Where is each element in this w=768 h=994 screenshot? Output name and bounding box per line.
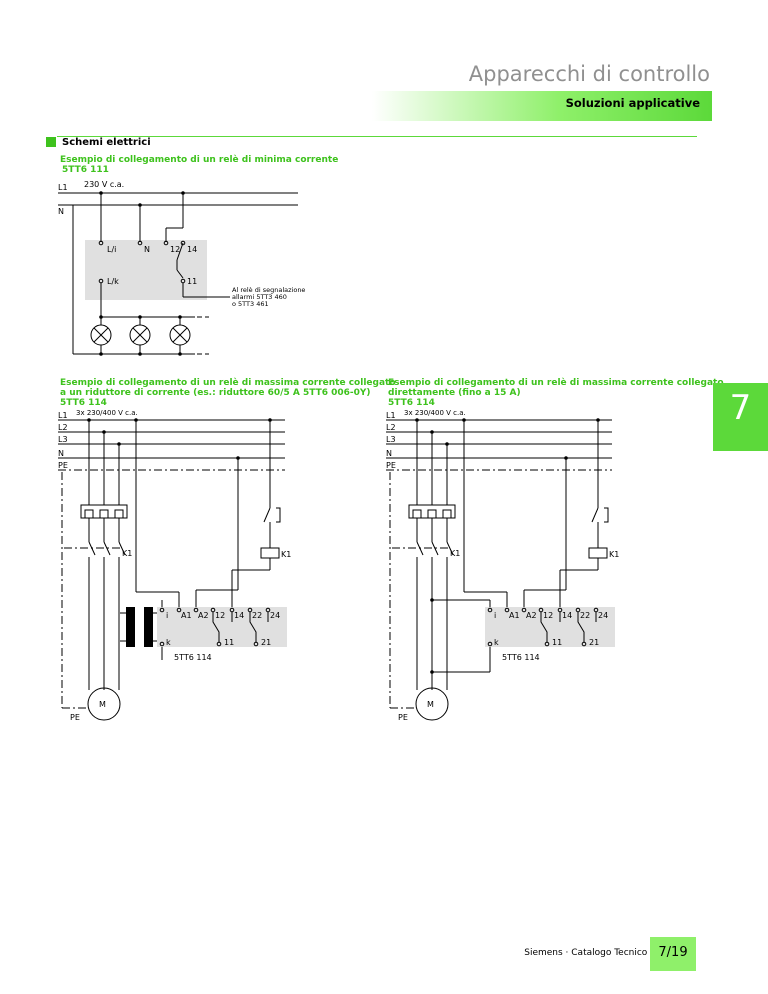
d1-lamp-2 [129,315,151,356]
chapter-tab [713,383,768,451]
d1-note-2: allarmi 5TT3 460 [232,293,287,301]
d3-term-11: 11 [552,638,562,647]
d3-term-i: i [494,611,496,620]
d1-note-3: o 5TT3 461 [232,300,269,308]
d2-motor [87,687,121,721]
d2-term-22: 22 [252,611,262,620]
page-subtitle: Soluzioni applicative [565,96,700,110]
d3-overload-block [408,504,456,519]
d2-k1-coil-label: K1 [281,550,291,559]
d2-term-a1: A1 [181,611,192,620]
d2-ct-core-right [144,607,153,647]
chapter-number: 7 [729,388,752,428]
diagram2: L1 3x 230/400 V c.a. L2 L3 N PE K1 [58,409,291,722]
d3-k1-coil [588,547,608,559]
d2-k1-coil [260,547,280,559]
d2-term-24: 24 [270,611,280,620]
d2-motor-label: M [99,700,106,709]
d1-term-li: L/i [107,245,116,254]
d3-term-21: 21 [589,638,599,647]
section-title: Schemi elettrici [62,137,151,148]
d3-pe-label: PE [386,461,396,470]
section-rule [57,136,697,137]
d2-term-i: i [166,611,168,620]
d1-note-1: Al relè di segnalazione [232,286,305,294]
d2-l1-label: L1 [58,411,68,420]
d3-term-a2: A2 [526,611,537,620]
d1-lamp-1 [90,315,112,356]
d2-overload-block [80,504,128,519]
d3-relay-box [485,607,615,647]
d1-n-label: N [58,207,64,216]
d1-term-11: 11 [187,277,197,286]
d2-k1-contact-label: K1 [122,549,132,558]
page-title: Apparecchi di controllo [468,62,710,86]
diagram3-caption: Esempio di collegamento di un relè di ma… [388,378,724,408]
d2-model-label: 5TT6 114 [174,653,212,662]
page-number: 7/19 [658,945,688,960]
d3-l1-label: L1 [386,411,396,420]
d1-term-lk: L/k [107,277,119,286]
d2-n-label: N [58,449,64,458]
d1-term-n: N [144,245,150,254]
footer-text: Siemens · Catalogo Tecnico BETA [524,948,673,958]
d2-term-21: 21 [261,638,271,647]
diagram1: L1 230 V c.a. N L/i N 12 14 L/k 11 Al re… [58,180,305,356]
d2-pe-label: PE [58,461,68,470]
d3-k1-contact-label: K1 [450,549,460,558]
diagram3: L1 3x 230/400 V c.a. L2 L3 N PE K1 [386,409,619,722]
d2-l2-label: L2 [58,423,68,432]
d3-pe-motor-label: PE [398,713,408,722]
d1-term-12: 12 [170,245,180,254]
d2-term-14: 14 [234,611,244,620]
d3-term-a1: A1 [509,611,520,620]
d2-relay-box [157,607,287,647]
d2-term-11: 11 [224,638,234,647]
d3-term-14: 14 [562,611,572,620]
d2-l3-label: L3 [58,435,68,444]
subtitle-band [372,91,712,121]
d2-voltage-label: 3x 230/400 V c.a. [76,409,138,417]
d3-term-k: k [494,638,499,647]
d3-l2-label: L2 [386,423,396,432]
d1-voltage-label: 230 V c.a. [84,180,124,189]
d3-model-label: 5TT6 114 [502,653,540,662]
section-marker [46,137,56,147]
d3-k1-coil-label: K1 [609,550,619,559]
d3-term-12: 12 [543,611,553,620]
d3-n-label: N [386,449,392,458]
d1-term-14: 14 [187,245,197,254]
d1-relay-box [85,240,207,300]
diagram1-caption: Esempio di collegamento di un relè di mi… [60,155,339,175]
d3-voltage-label: 3x 230/400 V c.a. [404,409,466,417]
diagram2-caption: Esempio di collegamento di un relè di ma… [60,378,396,408]
d2-term-k: k [166,638,171,647]
page-number-box [650,937,696,971]
d3-term-22: 22 [580,611,590,620]
d3-motor-label: M [427,700,434,709]
d2-pe-motor-label: PE [70,713,80,722]
d3-motor [415,687,449,721]
d3-l3-label: L3 [386,435,396,444]
d2-ct-core-left [126,607,135,647]
d2-term-a2: A2 [198,611,209,620]
d3-term-24: 24 [598,611,608,620]
d2-term-12: 12 [215,611,225,620]
d1-l1-label: L1 [58,183,68,192]
d1-lamp-3 [169,315,191,356]
